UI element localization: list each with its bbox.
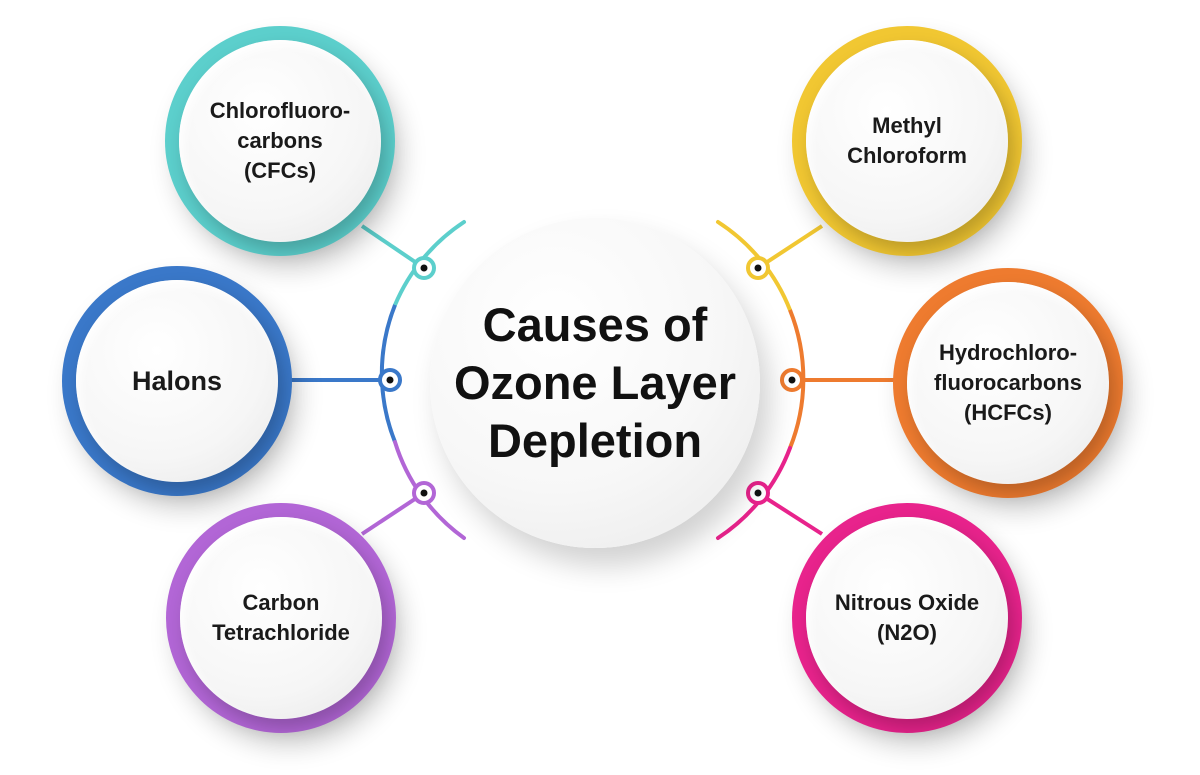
cause-label-cfc: Chlorofluoro- carbons (CFCs) — [209, 98, 351, 183]
center-hub: Causes of Ozone Layer Depletion — [430, 218, 760, 548]
cause-label-methyl-chloroform: Methyl Chloroform — [847, 113, 967, 168]
connector-dot-hcfc — [780, 368, 804, 392]
cause-label-carbon-tetrachloride: Carbon Tetrachloride — [212, 590, 350, 645]
cause-label-hcfc: Hydrochloro- fluorocarbons (HCFCs) — [934, 340, 1082, 425]
cause-node-inner: Hydrochloro- fluorocarbons (HCFCs) — [907, 282, 1109, 484]
connector-dot-cfc — [412, 256, 436, 280]
cause-node-methyl-chloroform: Methyl Chloroform — [792, 26, 1022, 256]
cause-node-carbon-tetrachloride: Carbon Tetrachloride — [166, 503, 396, 733]
cause-node-inner: Halons — [76, 280, 278, 482]
cause-node-nitrous-oxide: Nitrous Oxide (N2O) — [792, 503, 1022, 733]
connector-dot-ctc — [412, 481, 436, 505]
cause-node-cfc: Chlorofluoro- carbons (CFCs) — [165, 26, 395, 256]
center-title: Causes of Ozone Layer Depletion — [453, 298, 737, 467]
connector-dot-n2o — [746, 481, 770, 505]
connector-dot-mc — [746, 256, 770, 280]
cause-node-inner: Methyl Chloroform — [806, 40, 1008, 242]
connector-line-cfc — [360, 224, 426, 270]
connector-line-ctc — [360, 491, 426, 536]
cause-label-halons: Halons — [131, 366, 223, 396]
cause-node-inner: Carbon Tetrachloride — [180, 517, 382, 719]
cause-node-halons: Halons — [62, 266, 292, 496]
connector-line-mc — [756, 224, 824, 270]
cause-label-nitrous-oxide: Nitrous Oxide (N2O) — [834, 590, 980, 645]
connector-line-n2o — [756, 491, 824, 536]
cause-node-hcfc: Hydrochloro- fluorocarbons (HCFCs) — [893, 268, 1123, 498]
cause-node-inner: Nitrous Oxide (N2O) — [806, 517, 1008, 719]
cause-node-inner: Chlorofluoro- carbons (CFCs) — [179, 40, 381, 242]
connector-dot-halons — [378, 368, 402, 392]
